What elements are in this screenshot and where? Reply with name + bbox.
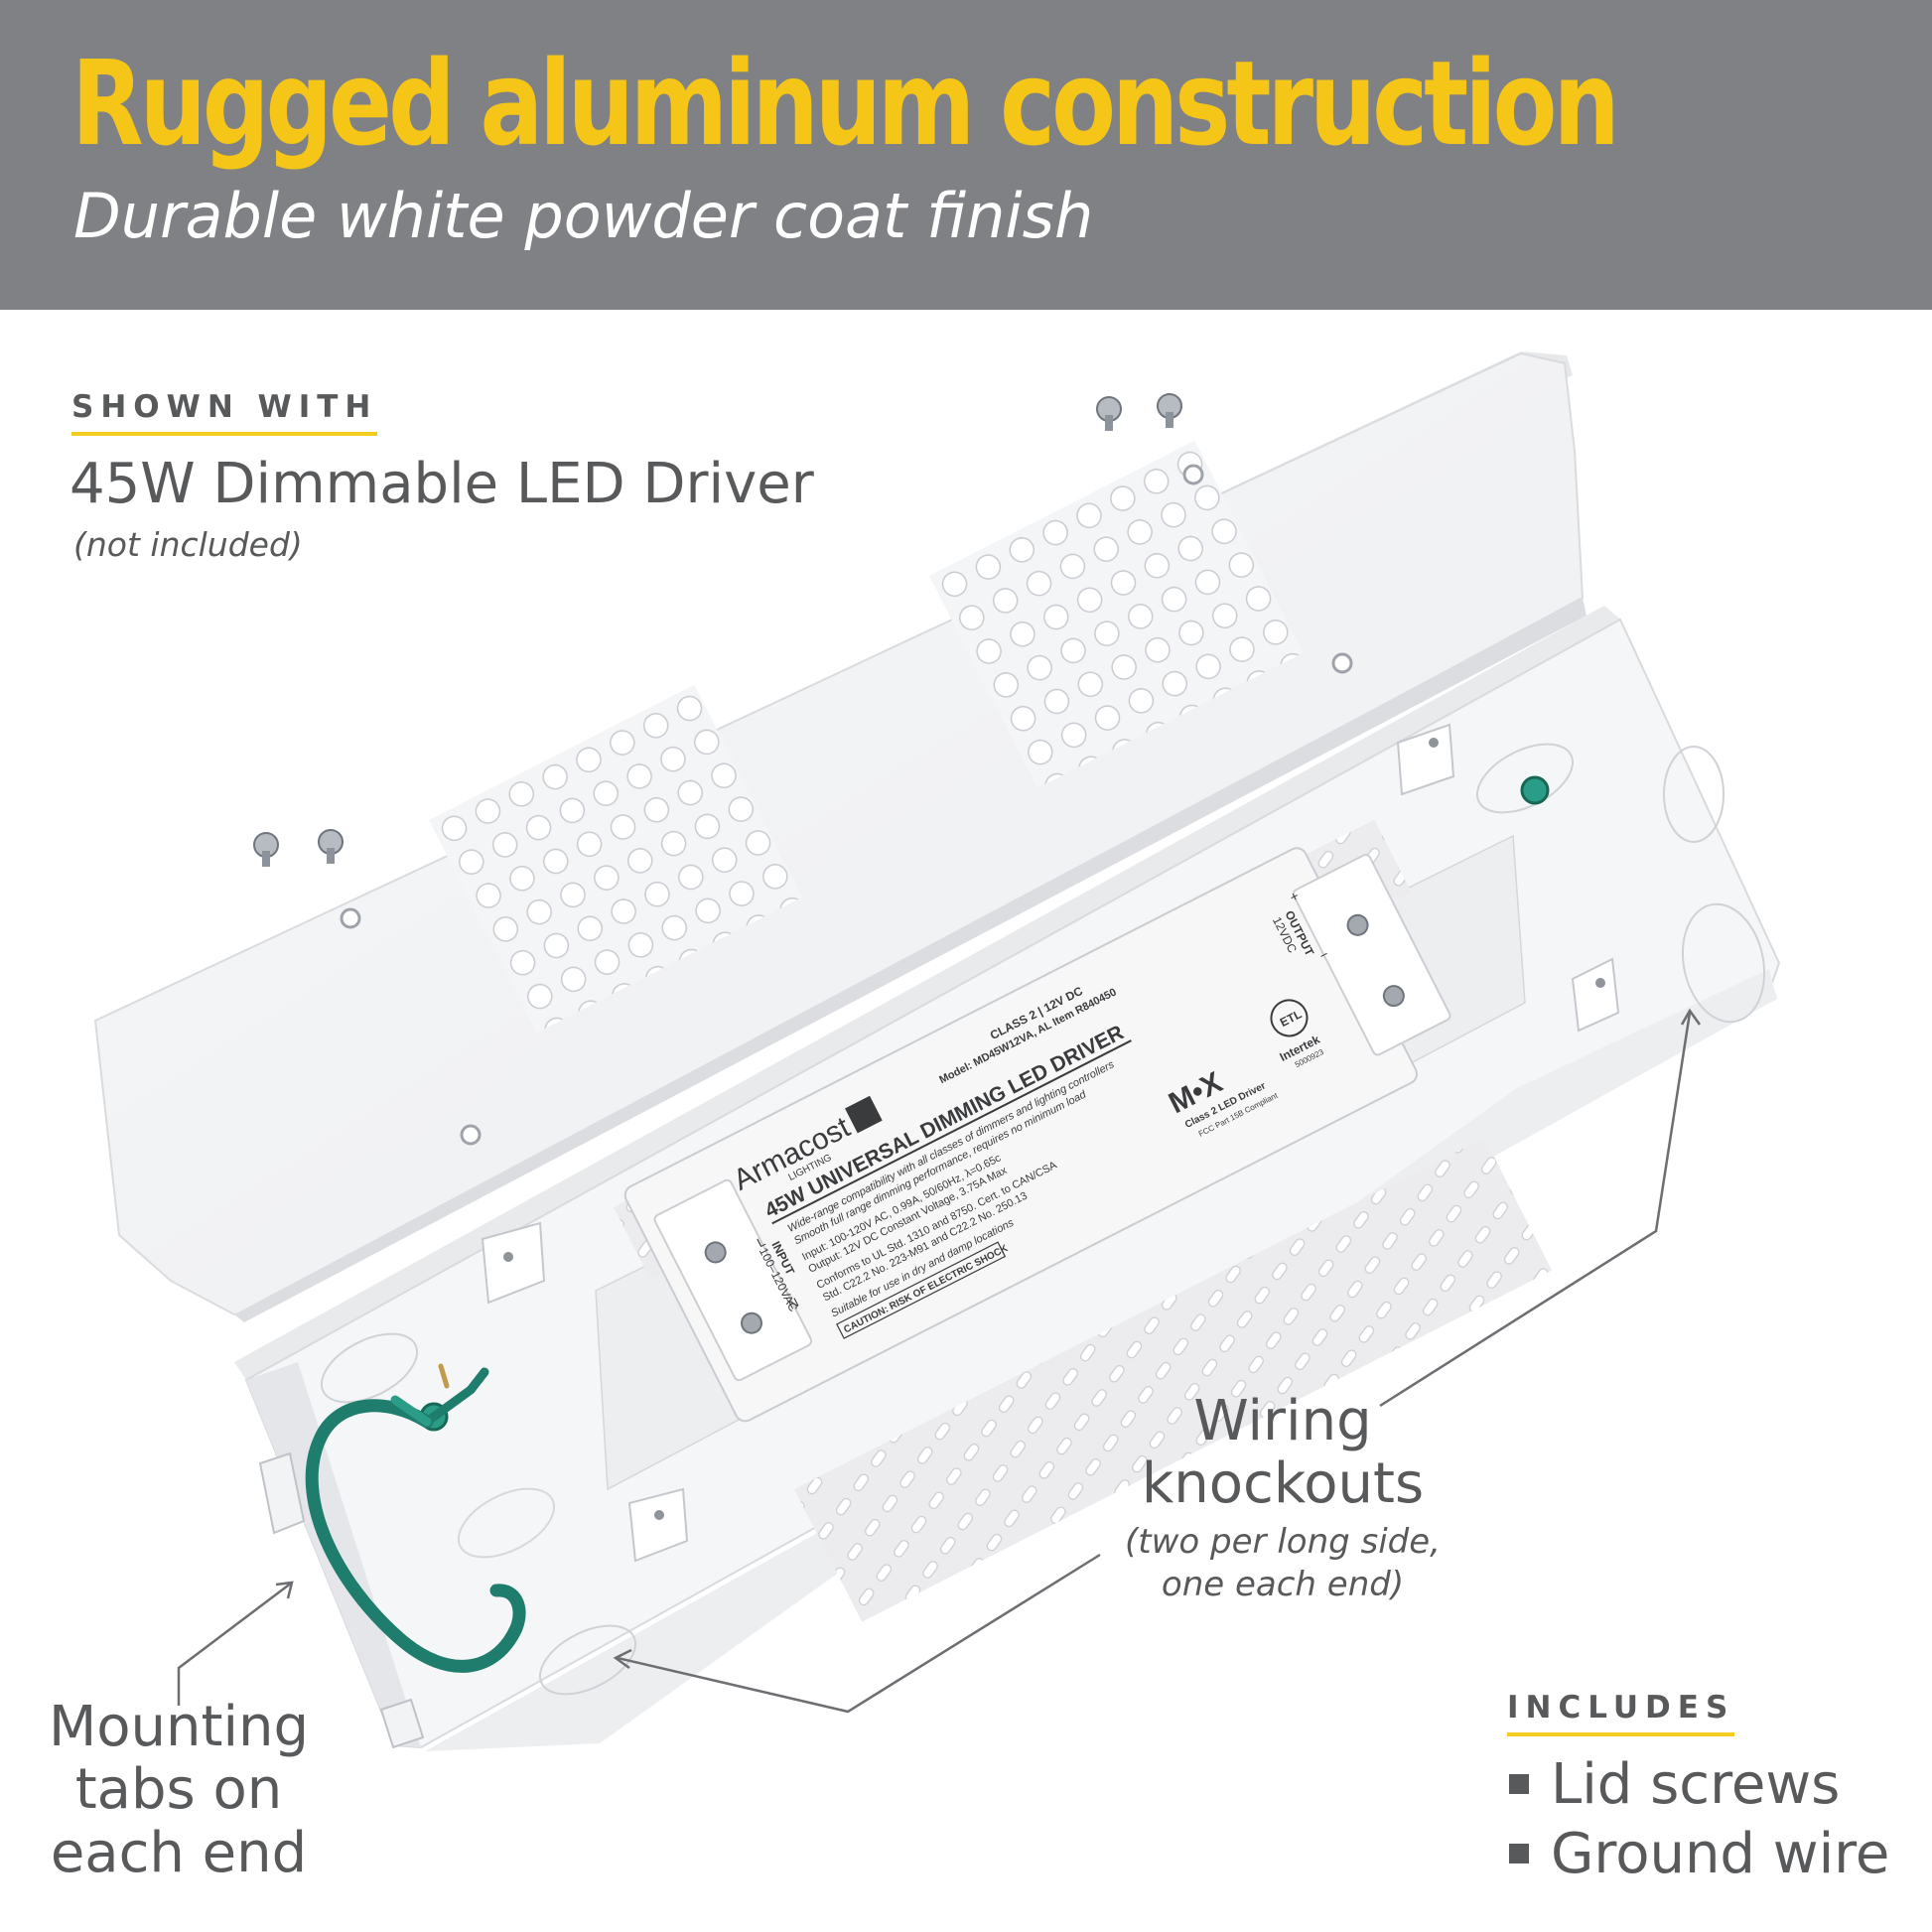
lid-screw-hole <box>460 1124 482 1146</box>
square-bullet-icon <box>1509 1774 1529 1794</box>
includes-label: INCLUDES <box>1507 1690 1735 1737</box>
includes-list: Lid screws Ground wire <box>1509 1749 1889 1888</box>
callout-note-line: (two per long side, <box>1125 1522 1441 1562</box>
wiring-knockouts-note: (two per long side, one each end) <box>1104 1521 1461 1605</box>
list-item: Lid screws <box>1509 1749 1889 1819</box>
lid-screw <box>1096 396 1122 431</box>
lid-screw-hole <box>1182 464 1204 485</box>
wiring-knockout <box>457 1487 556 1559</box>
callout-line: each end <box>50 1820 308 1885</box>
wiring-knockout <box>320 1332 419 1404</box>
mounting-tabs-callout: Mounting tabs on each end <box>40 1696 318 1884</box>
includes-item-text: Lid screws <box>1551 1751 1841 1817</box>
inner-bracket <box>481 723 1620 1563</box>
square-bullet-icon <box>1509 1844 1529 1863</box>
ground-wire <box>305 1363 526 1673</box>
lid-screw-hole <box>340 907 361 929</box>
wiring-knockout <box>1681 902 1766 1024</box>
callout-line: Wiring <box>1193 1389 1372 1453</box>
subheadline: Durable white powder coat finish <box>73 180 1094 252</box>
lid-screw <box>253 832 279 867</box>
lid-screw <box>318 829 344 864</box>
lid-screw-hole <box>1331 652 1353 674</box>
wiring-knockout <box>1663 746 1725 843</box>
callout-leader-mounting <box>177 1581 294 1706</box>
armacost-logo-icon <box>845 1095 883 1134</box>
headline: Rugged aluminum construction <box>71 35 1620 172</box>
product-illustration: Armacost LIGHTING CLASS 2 | 12V DC Model… <box>93 351 1781 1751</box>
shown-with-note: (not included) <box>73 525 303 564</box>
shown-with-product: 45W Dimmable LED Driver <box>69 452 814 516</box>
callout-line: knockouts <box>1141 1451 1425 1517</box>
list-item: Ground wire <box>1509 1819 1889 1888</box>
shown-with-label: SHOWN WITH <box>71 389 378 437</box>
title-banner: Rugged aluminum construction Durable whi… <box>0 0 1932 310</box>
callout-leader-wiring <box>613 1008 1702 1714</box>
mounting-tab <box>258 1451 425 1749</box>
box-vent-slots-near <box>793 1137 1553 1622</box>
lid-vent-holes-left <box>429 684 803 1033</box>
callout-note-line: one each end) <box>1161 1564 1405 1604</box>
lid-vent-holes-right <box>929 440 1304 788</box>
wiring-knockout <box>538 1624 637 1696</box>
wiring-knockouts-callout: Wiring knockouts <box>1104 1390 1461 1516</box>
enclosure-lid <box>93 351 1587 1322</box>
lid-screw <box>1157 393 1182 428</box>
includes-item-text: Ground wire <box>1551 1821 1890 1886</box>
callout-line: tabs on <box>74 1757 283 1823</box>
etl-mark-icon <box>1270 999 1309 1037</box>
ground-screw <box>1520 775 1550 805</box>
callout-line: Mounting <box>48 1695 310 1759</box>
